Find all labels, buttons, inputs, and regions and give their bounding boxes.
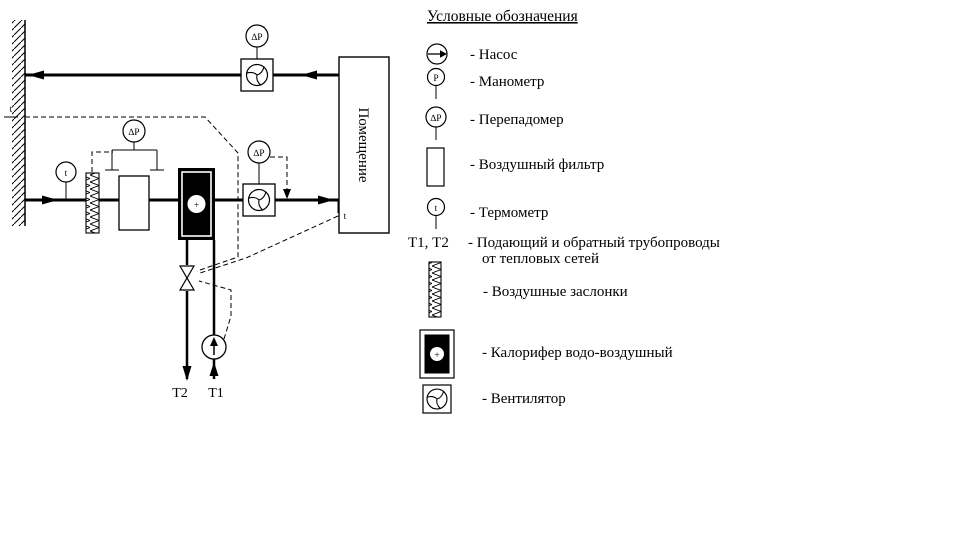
- exhaust-fan: ∆P: [240, 24, 274, 92]
- legend-title: Условные обозначения: [427, 8, 578, 25]
- legend-label-fan: - Вентилятор: [482, 391, 566, 407]
- dp-gauge-icon: [122, 119, 146, 143]
- legend-row-dampers: - Воздушные заслонки: [428, 261, 628, 318]
- thermometer-label: t: [435, 204, 438, 214]
- legend-label-pipes-2: от тепловых сетей: [482, 251, 599, 267]
- legend-label-filter: - Воздушный фильтр: [470, 157, 604, 173]
- supply-thermometer: t: [55, 161, 77, 199]
- thermometer-icon: [55, 161, 77, 183]
- air-damper-icon: [428, 261, 442, 318]
- legend-label-manometer: - Манометр: [470, 74, 544, 90]
- control-lines: [25, 116, 339, 340]
- legend-row-t1t2: Т1, Т2 - Подающий и обратный трубопровод…: [408, 235, 720, 267]
- room-label: Помещение: [355, 107, 371, 182]
- fan-icon: [245, 63, 269, 87]
- valve-icon: [178, 265, 196, 280]
- thermometer-label: t: [10, 105, 13, 115]
- legend-t1t2-prefix: Т1, Т2: [408, 235, 449, 251]
- air-filter-icon: [118, 175, 150, 231]
- thermometer-icon: [426, 197, 446, 217]
- t1-label: Т1: [208, 386, 224, 401]
- legend-label-thermometer: - Термометр: [470, 205, 548, 221]
- heater: +: [178, 168, 215, 240]
- exhaust-arrow-left: [28, 70, 44, 80]
- legend-row-fan: - Вентилятор: [422, 384, 566, 414]
- dp-gauge-icon: [245, 24, 269, 48]
- control-line-outdoor-t-to-valve: [25, 116, 239, 272]
- heater-plus-label: +: [434, 351, 439, 361]
- legend-label-dp-gauge: - Перепадомер: [470, 112, 564, 128]
- wall-hatch: [12, 20, 25, 226]
- legend: Условные обозначения - Насос Р - Маномет…: [408, 8, 720, 414]
- dp-gauge-label: ∆P: [251, 33, 262, 43]
- legend-row-filter: - Воздушный фильтр: [426, 147, 604, 187]
- dp-gauge-label: ∆P: [128, 128, 139, 138]
- legend-row-manometer: Р - Манометр: [426, 67, 544, 99]
- supply-fan: ∆P: [242, 140, 276, 217]
- legend-label-pipes-1: - Подающий и обратный трубопроводы: [468, 235, 720, 251]
- legend-row-heater: + - Калорифер водо-воздушный: [419, 329, 673, 379]
- air-filter-icon: [426, 147, 445, 187]
- valve-icon: [178, 276, 196, 291]
- outdoor-temp-sensor: t: [4, 105, 18, 118]
- t2-label: Т2: [172, 386, 188, 401]
- fan-icon: [247, 188, 271, 212]
- dp-gauge-label: ∆P: [253, 149, 264, 159]
- dp-gauge-label: ∆P: [430, 114, 441, 124]
- heater-plus-label: +: [194, 201, 199, 211]
- manometer-label: Р: [433, 74, 438, 84]
- exhaust-arrow-mid: [301, 70, 317, 80]
- supply-arrow-left: [42, 195, 58, 205]
- t1-arrow-up: [209, 362, 219, 376]
- air-damper: [85, 172, 100, 234]
- control-valve: [178, 265, 196, 291]
- circulation-pump: [201, 334, 227, 360]
- legend-label-heater: - Калорифер водо-воздушный: [482, 345, 673, 361]
- control-line-fan-tap: [270, 156, 288, 192]
- legend-label-dampers: - Воздушные заслонки: [483, 284, 628, 300]
- control-line-room-t-to-valve: [199, 215, 339, 274]
- control-line-pump: [198, 280, 232, 340]
- exhaust-duct: [25, 70, 339, 80]
- control-line-arrow: [283, 189, 291, 199]
- supply-arrow-right: [318, 195, 334, 205]
- legend-row-dp-gauge: ∆P - Перепадомер: [425, 106, 564, 140]
- legend-row-thermometer: t - Термометр: [426, 197, 548, 229]
- t2-arrow-down: [182, 366, 192, 381]
- dp-gauge-icon: [425, 106, 447, 128]
- thermometer-label: t: [344, 212, 347, 222]
- room-box: Помещение: [338, 56, 390, 234]
- manometer-icon: [426, 67, 446, 87]
- outside-wall: [12, 20, 26, 226]
- control-line-damper: [91, 151, 113, 172]
- room-inlet-temp-sensor: t: [337, 200, 347, 222]
- thermometer-label: t: [65, 169, 68, 179]
- air-filter: ∆P: [105, 119, 164, 231]
- dp-gauge-icon: [247, 140, 271, 164]
- legend-row-pump: - Насос: [426, 43, 518, 65]
- fan-icon: [426, 388, 448, 410]
- air-damper-icon: [85, 172, 100, 234]
- legend-label-pump: - Насос: [470, 47, 518, 63]
